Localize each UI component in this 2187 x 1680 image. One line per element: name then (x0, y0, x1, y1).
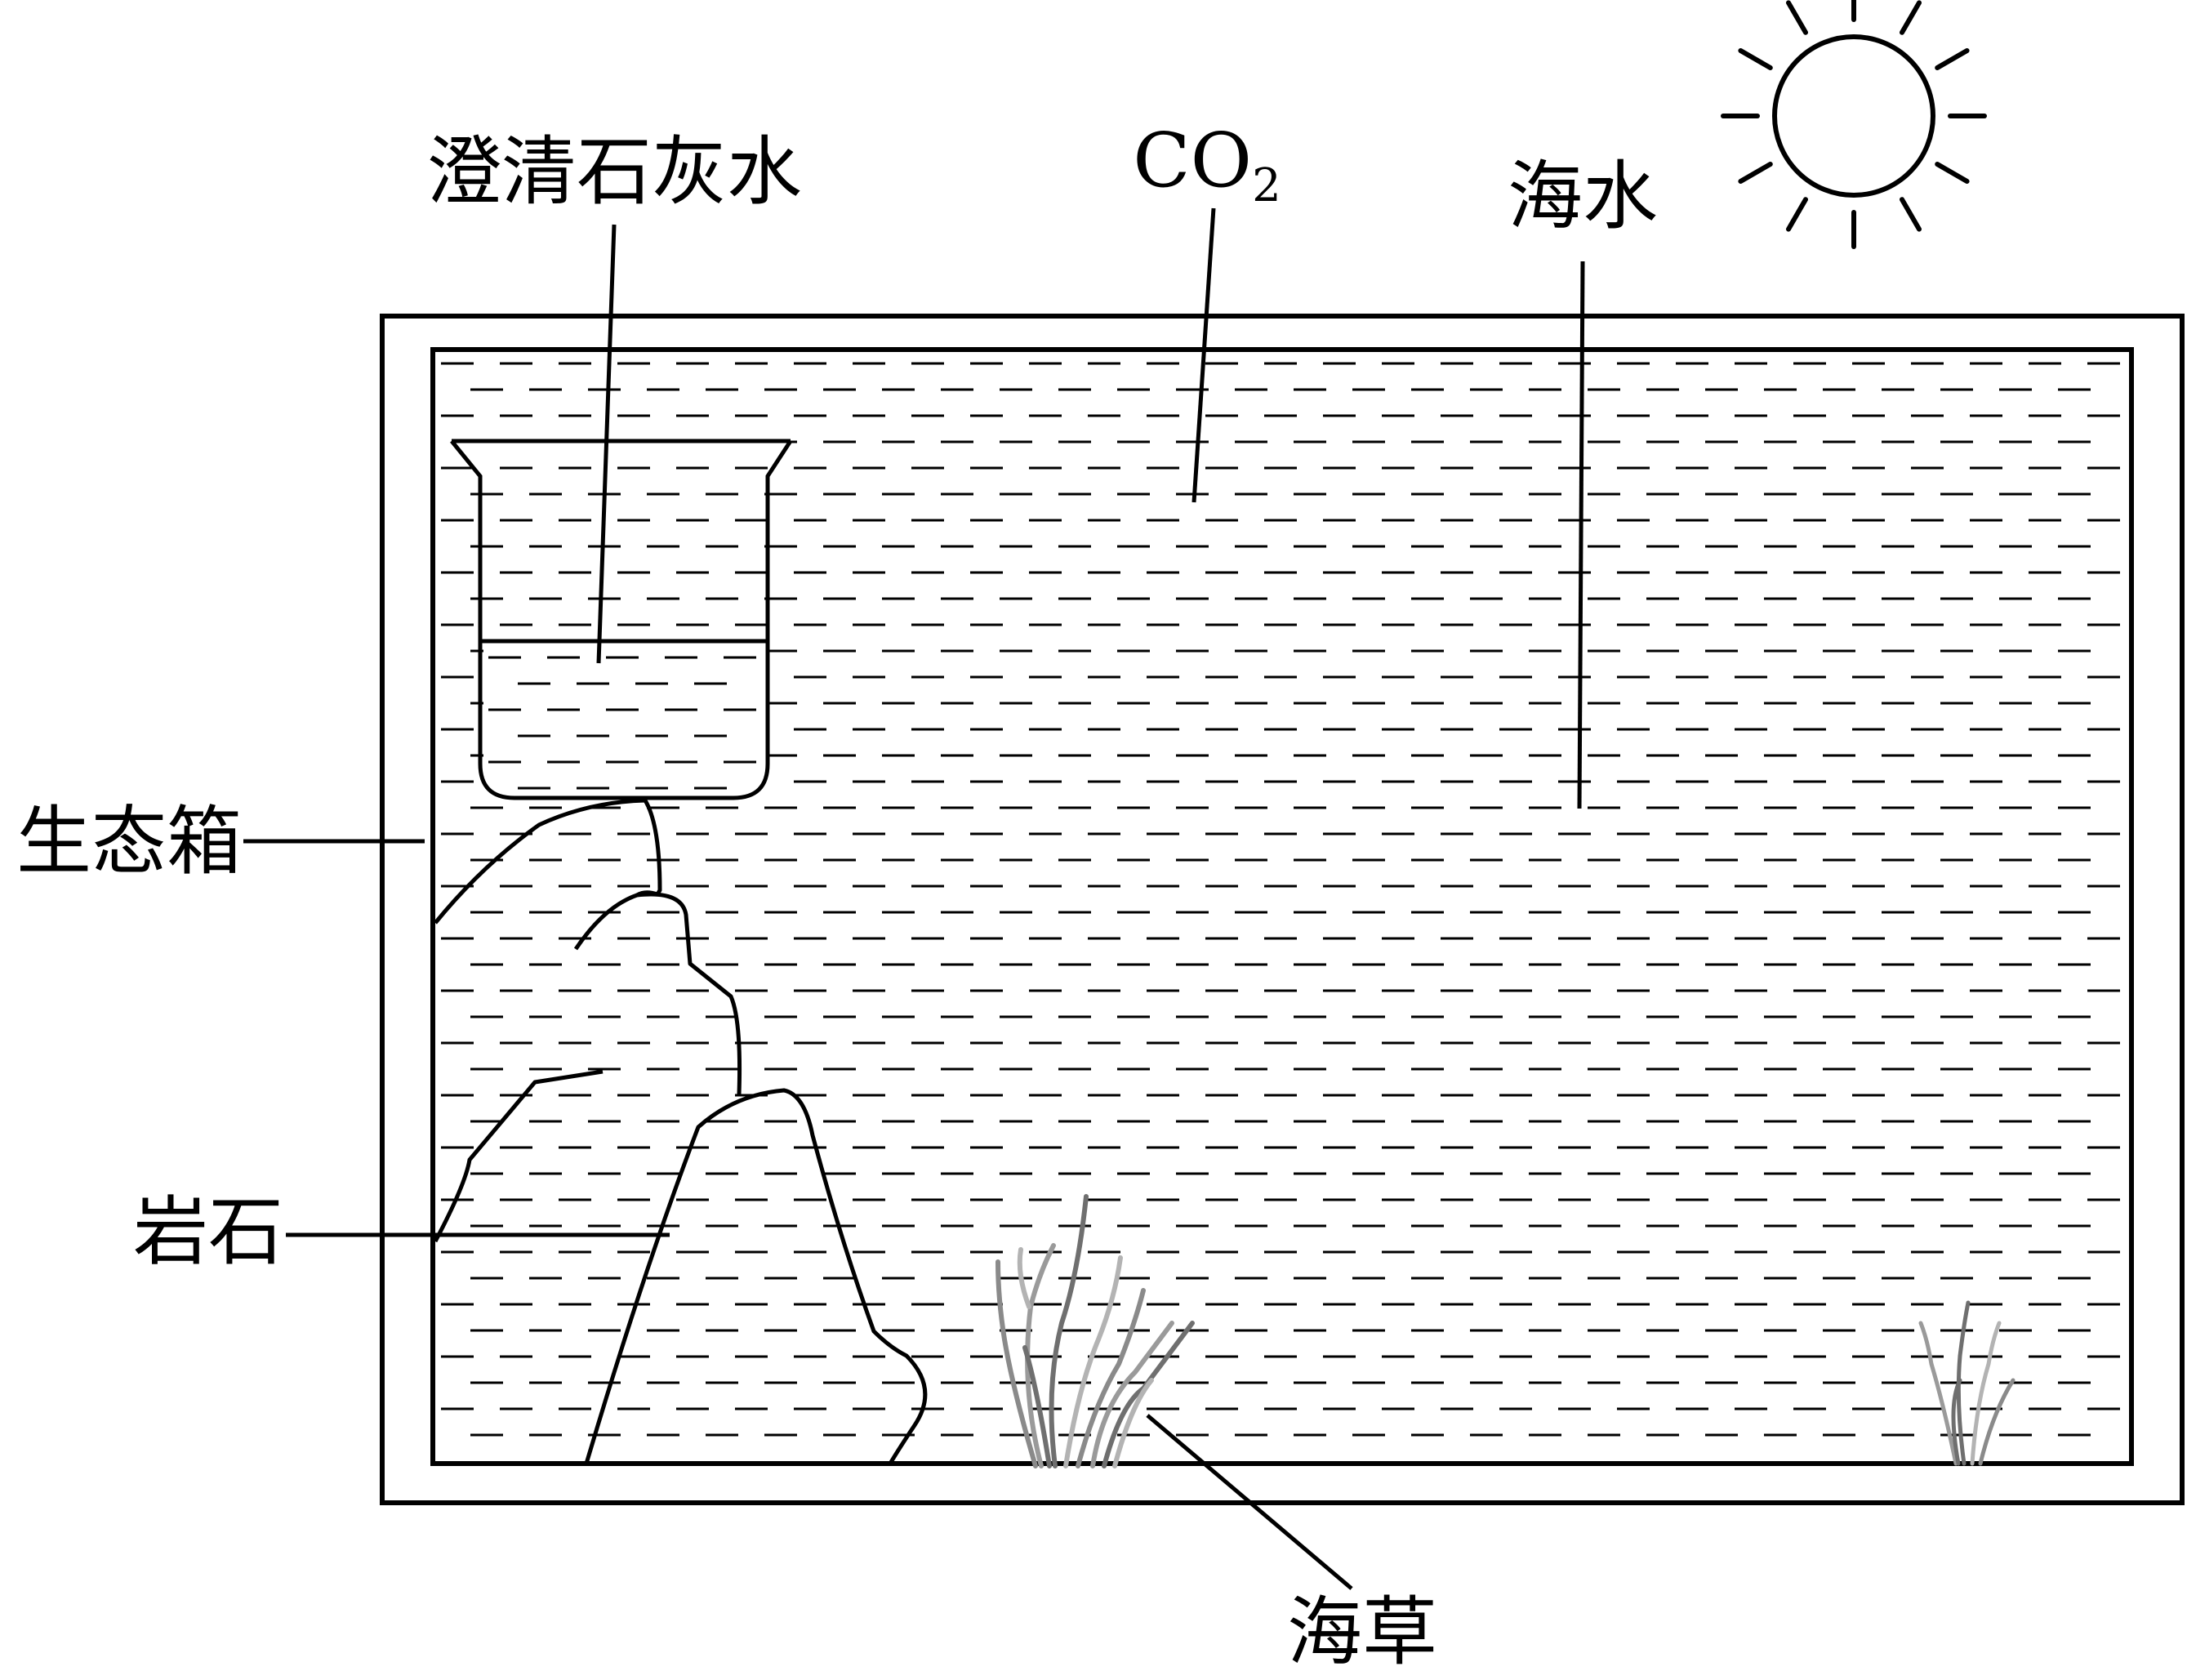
seagrass-label: 海草 (1287, 1589, 1437, 1676)
limewater-leader-line (596, 224, 617, 664)
seawater-label: 海水 (1508, 153, 1658, 240)
sun-ray (1900, 197, 1922, 232)
sun-ray (1786, 0, 1808, 35)
seagrass-leader-line (1146, 1414, 1353, 1590)
eco-box-outer-frame (380, 314, 2185, 1505)
seagrass-small-icon (1918, 1300, 2016, 1466)
rock-label: 岩石 (133, 1188, 283, 1276)
water-area (430, 347, 2134, 1466)
co2-leader-line (1191, 207, 1216, 503)
co2-label: CO2 (1133, 117, 1281, 212)
sun-icon (1721, 0, 1987, 249)
sun-ray (1935, 162, 1970, 184)
beaker-icon (450, 439, 793, 800)
seagrass-icon (996, 1194, 1195, 1468)
limewater-label: 澄清石灰水 (426, 128, 802, 216)
sun-ray (1900, 0, 1922, 35)
sun-ray (1738, 48, 1773, 70)
rock-icon (433, 798, 928, 1465)
sun-ray (1786, 197, 1808, 232)
sun-ray (1738, 162, 1773, 184)
sun-ray (1935, 48, 1970, 70)
eco-box-label: 生态箱 (16, 798, 242, 885)
seawater-dash-pattern (441, 362, 2120, 1437)
seawater-leader-line (1577, 261, 1585, 809)
